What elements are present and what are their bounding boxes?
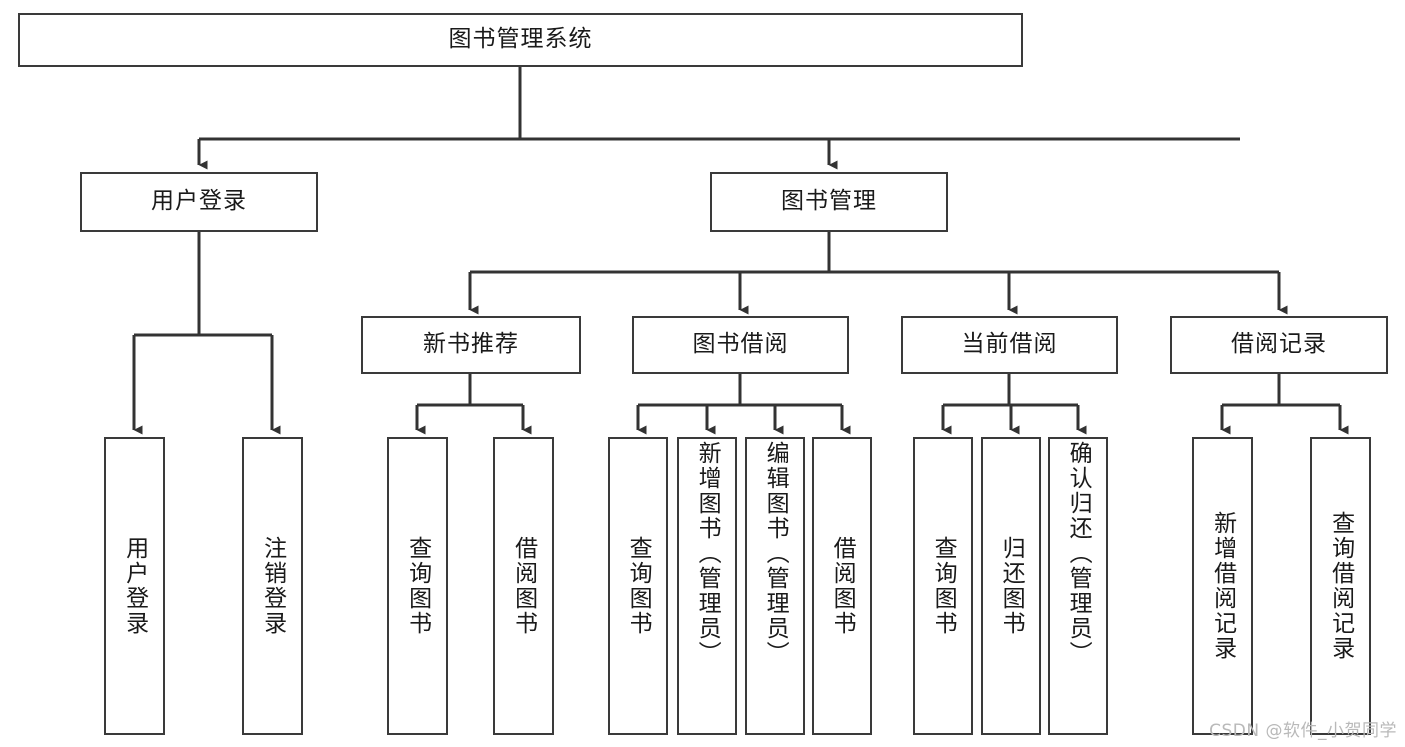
leaf-borrow-book-1[interactable]: 借阅图书 bbox=[493, 437, 554, 735]
leaf-add-record-label: 新增借阅记录 bbox=[1209, 511, 1236, 661]
node-book-borrow-label: 图书借阅 bbox=[692, 331, 789, 358]
leaf-query-book-1[interactable]: 查询图书 bbox=[387, 437, 448, 735]
node-root[interactable]: 图书管理系统 bbox=[18, 13, 1023, 67]
leaf-query-book-2-label: 查询图书 bbox=[625, 536, 652, 636]
leaf-return-book[interactable]: 归还图书 bbox=[981, 437, 1041, 735]
node-user-login[interactable]: 用户登录 bbox=[80, 172, 318, 232]
node-borrow-record[interactable]: 借阅记录 bbox=[1170, 316, 1388, 374]
leaf-confirm-return-label: 确认归还（管理员） bbox=[1065, 441, 1092, 666]
leaf-confirm-return[interactable]: 确认归还（管理员） bbox=[1048, 437, 1108, 735]
node-user-login-label: 用户登录 bbox=[151, 188, 247, 215]
leaf-logout-login-label: 注销登录 bbox=[259, 536, 286, 636]
leaf-add-book-label: 新增图书（管理员） bbox=[694, 441, 721, 666]
node-root-label: 图书管理系统 bbox=[448, 26, 593, 53]
node-book-manage-label: 图书管理 bbox=[781, 188, 877, 215]
leaf-logout-login[interactable]: 注销登录 bbox=[242, 437, 303, 735]
leaf-add-book[interactable]: 新增图书（管理员） bbox=[677, 437, 737, 735]
node-new-book-recommend-label: 新书推荐 bbox=[423, 331, 519, 358]
leaf-edit-book[interactable]: 编辑图书（管理员） bbox=[745, 437, 805, 735]
leaf-query-book-2[interactable]: 查询图书 bbox=[608, 437, 668, 735]
leaf-query-record[interactable]: 查询借阅记录 bbox=[1310, 437, 1371, 735]
node-current-borrow-label: 当前借阅 bbox=[961, 331, 1058, 358]
node-borrow-record-label: 借阅记录 bbox=[1231, 331, 1327, 358]
node-new-book-recommend[interactable]: 新书推荐 bbox=[361, 316, 581, 374]
leaf-user-login-label: 用户登录 bbox=[121, 536, 148, 636]
node-current-borrow[interactable]: 当前借阅 bbox=[901, 316, 1118, 374]
node-book-borrow[interactable]: 图书借阅 bbox=[632, 316, 849, 374]
leaf-query-book-3-label: 查询图书 bbox=[930, 536, 957, 636]
leaf-edit-book-label: 编辑图书（管理员） bbox=[762, 441, 789, 666]
leaf-borrow-book-2[interactable]: 借阅图书 bbox=[812, 437, 872, 735]
leaf-query-book-1-label: 查询图书 bbox=[404, 536, 431, 636]
leaf-query-book-3[interactable]: 查询图书 bbox=[913, 437, 973, 735]
leaf-return-book-label: 归还图书 bbox=[998, 536, 1025, 636]
leaf-query-record-label: 查询借阅记录 bbox=[1327, 511, 1354, 661]
node-book-manage[interactable]: 图书管理 bbox=[710, 172, 948, 232]
leaf-borrow-book-2-label: 借阅图书 bbox=[829, 536, 856, 636]
leaf-borrow-book-1-label: 借阅图书 bbox=[510, 536, 537, 636]
leaf-user-login[interactable]: 用户登录 bbox=[104, 437, 165, 735]
leaf-add-record[interactable]: 新增借阅记录 bbox=[1192, 437, 1253, 735]
csdn-watermark: CSDN @软件_小贺同学 bbox=[1209, 721, 1397, 741]
